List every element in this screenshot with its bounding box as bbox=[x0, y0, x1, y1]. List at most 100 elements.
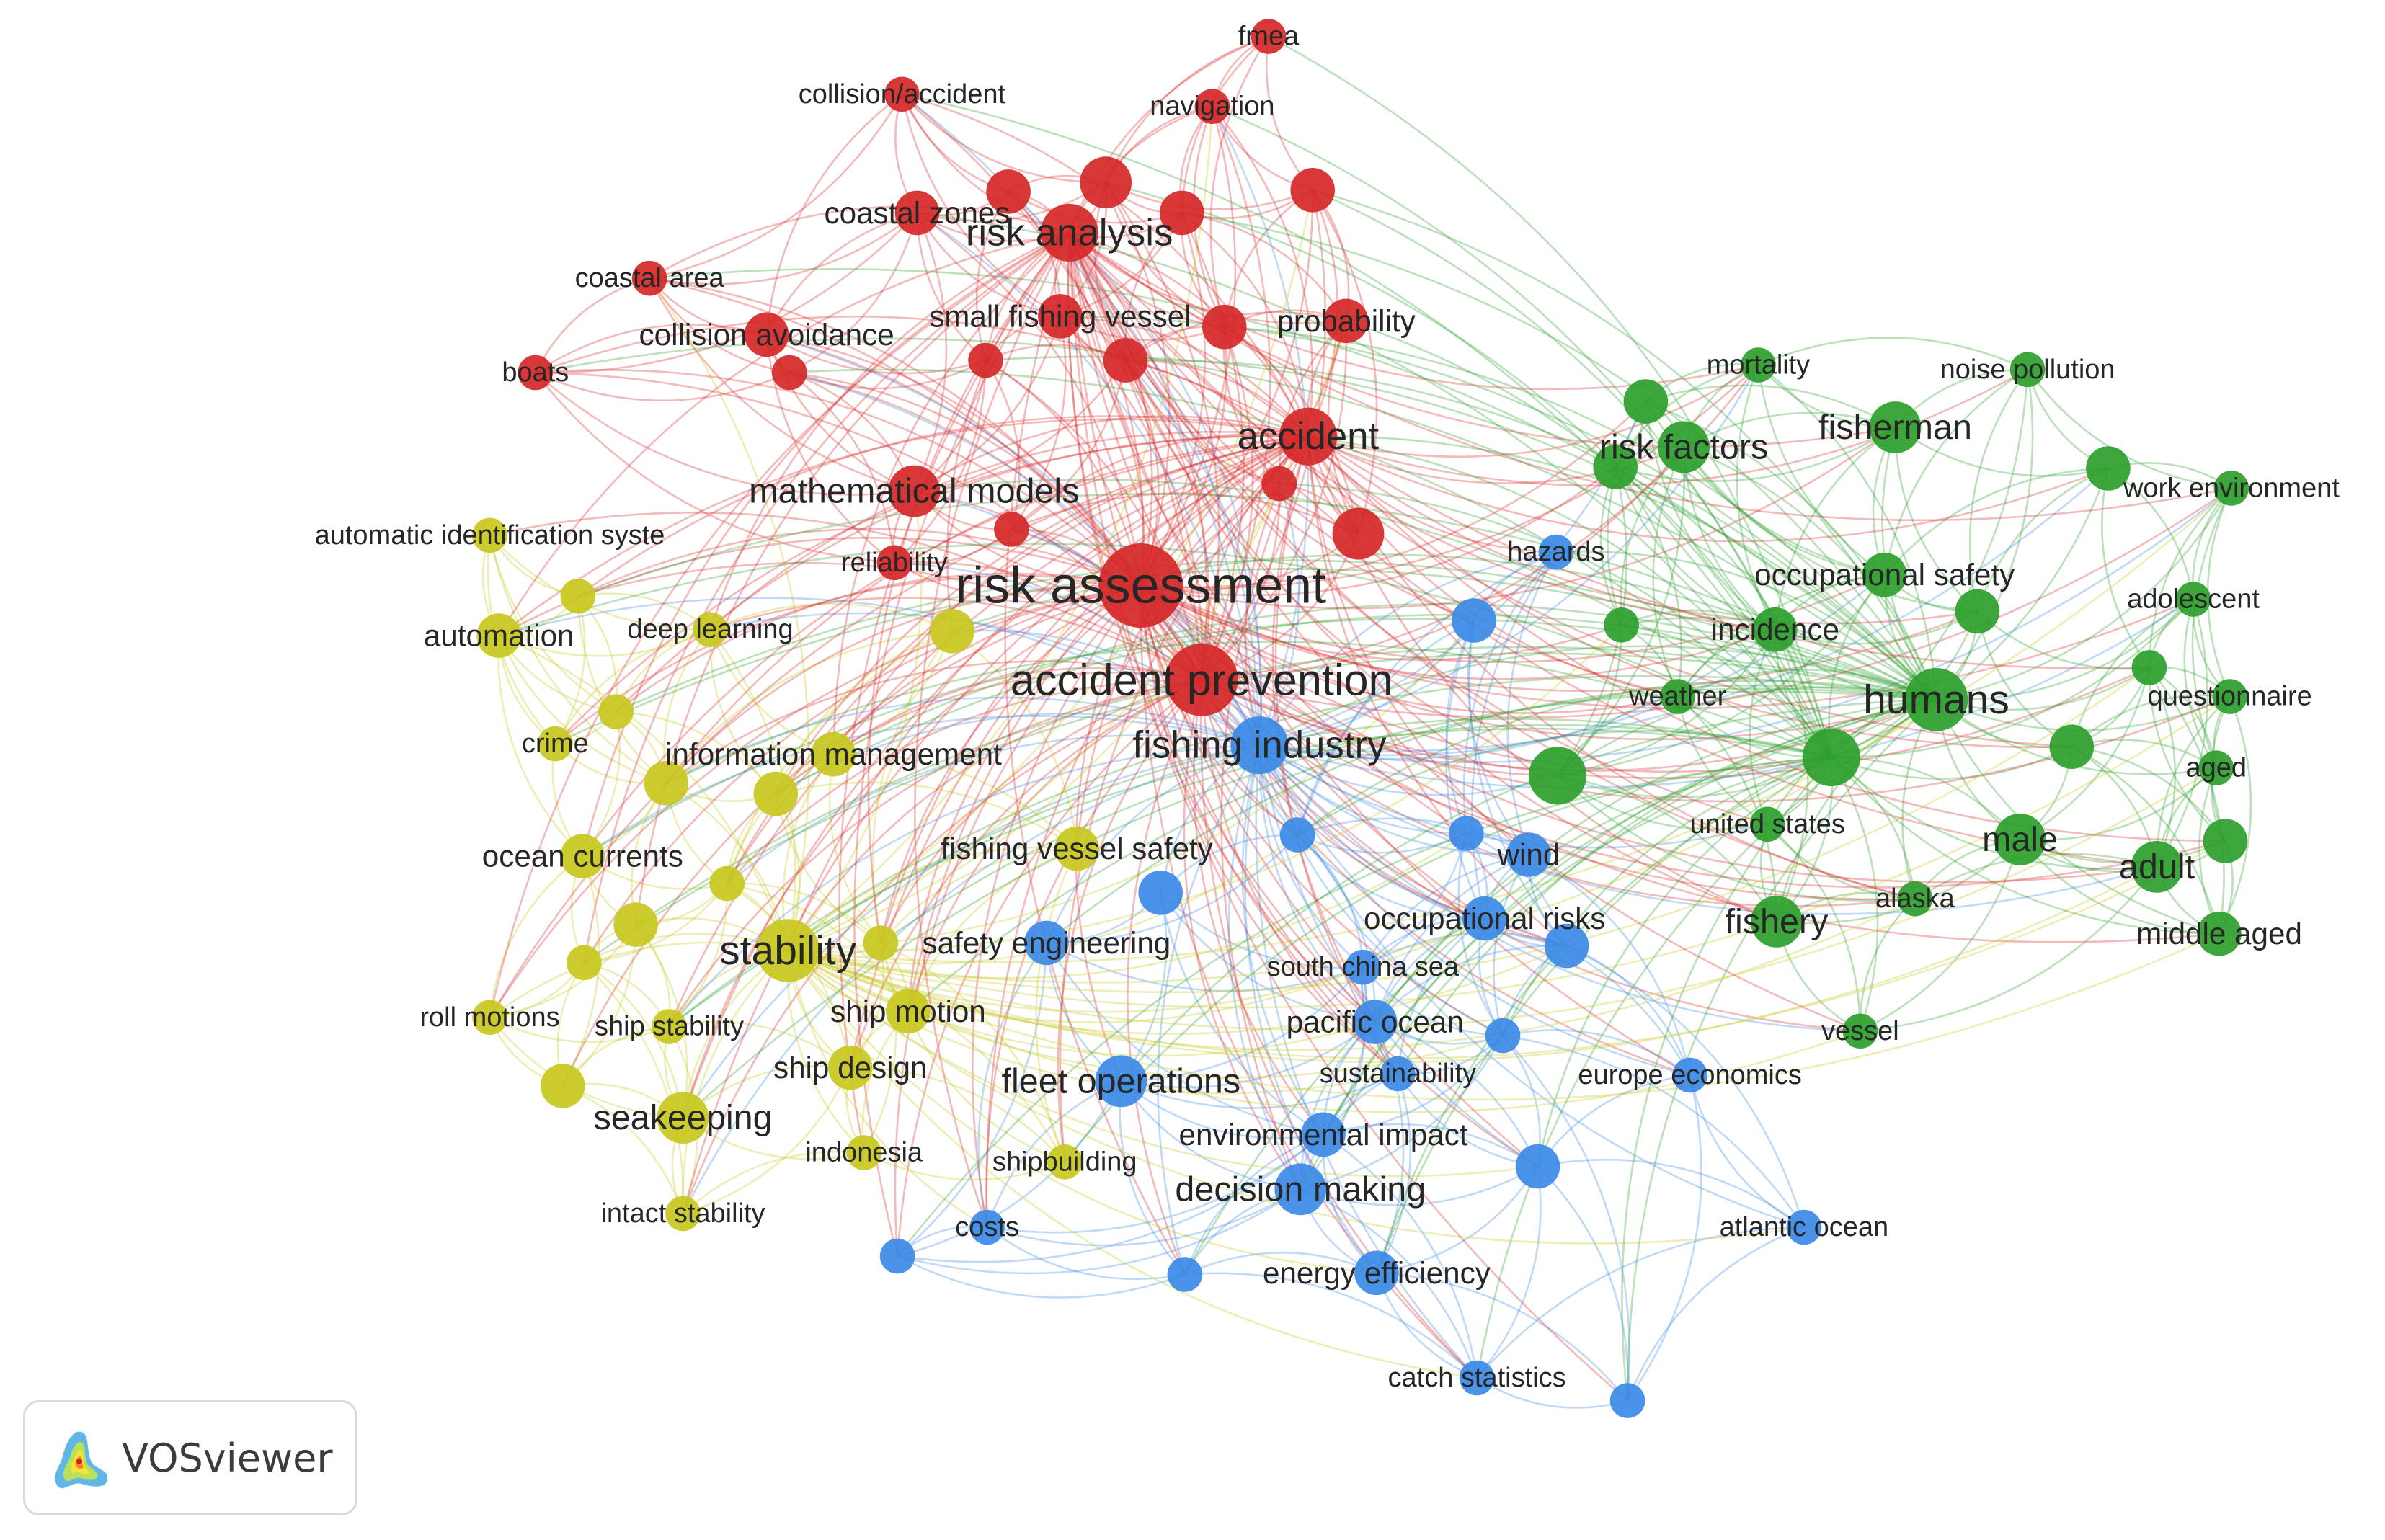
node-adult[interactable] bbox=[2131, 841, 2183, 893]
node-coastal-area[interactable] bbox=[631, 260, 667, 296]
node-collision-accident[interactable] bbox=[884, 76, 920, 112]
node-yellow-f[interactable] bbox=[613, 902, 658, 947]
node-reliability[interactable] bbox=[876, 545, 912, 581]
node-collision-avoidance[interactable] bbox=[744, 312, 789, 357]
node-ocean-currents[interactable] bbox=[560, 834, 605, 878]
node-indonesia[interactable] bbox=[846, 1135, 881, 1170]
node-blue-i[interactable] bbox=[1485, 1018, 1521, 1054]
node-green-j[interactable] bbox=[2203, 819, 2248, 863]
node-yellow-j[interactable] bbox=[541, 1064, 585, 1108]
node-accident-prevention[interactable] bbox=[1165, 644, 1238, 716]
node-yellow-h[interactable] bbox=[567, 945, 602, 981]
node-catch-statistics[interactable] bbox=[1459, 1360, 1495, 1396]
node-fishing-industry[interactable] bbox=[1230, 716, 1289, 775]
node-red-j[interactable] bbox=[1261, 466, 1297, 502]
node-red-k[interactable] bbox=[772, 355, 807, 391]
node-blue-h[interactable] bbox=[1515, 1144, 1560, 1189]
node-red-i[interactable] bbox=[994, 512, 1029, 547]
node-green-h[interactable] bbox=[2049, 724, 2095, 769]
node-shipbuilding[interactable] bbox=[1047, 1144, 1083, 1180]
node-mathematical-models[interactable] bbox=[888, 465, 941, 517]
node-crime[interactable] bbox=[538, 726, 573, 762]
node-red-h[interactable] bbox=[1332, 507, 1385, 560]
node-blue-j[interactable] bbox=[1167, 1257, 1203, 1292]
node-united-states[interactable] bbox=[1749, 806, 1785, 842]
node-intact-stability[interactable] bbox=[665, 1196, 701, 1232]
node-probability[interactable] bbox=[1323, 298, 1369, 344]
node-green-e[interactable] bbox=[2086, 446, 2131, 491]
node-red-a[interactable] bbox=[1080, 156, 1132, 209]
node-green-a[interactable] bbox=[1528, 747, 1587, 805]
node-accident[interactable] bbox=[1279, 407, 1337, 466]
node-green-b[interactable] bbox=[1802, 728, 1860, 786]
node-risk-factors[interactable] bbox=[1658, 421, 1710, 473]
node-green-d[interactable] bbox=[1623, 379, 1669, 424]
node-information-management[interactable] bbox=[811, 731, 856, 777]
node-stability[interactable] bbox=[756, 919, 820, 982]
node-weather[interactable] bbox=[1660, 679, 1695, 714]
node-blue-f[interactable] bbox=[1449, 816, 1484, 851]
node-boats[interactable] bbox=[518, 355, 554, 391]
node-yellow-d[interactable] bbox=[598, 694, 634, 729]
node-adolescent[interactable] bbox=[2175, 582, 2211, 617]
node-coastal-zones[interactable] bbox=[894, 190, 940, 236]
node-decision-making[interactable] bbox=[1274, 1163, 1327, 1216]
node-risk-assessment[interactable] bbox=[1098, 543, 1183, 628]
node-yellow-b[interactable] bbox=[644, 761, 689, 806]
node-occupational-risks[interactable] bbox=[1462, 896, 1507, 941]
node-hazards[interactable] bbox=[1538, 534, 1574, 570]
node-fmea[interactable] bbox=[1251, 19, 1287, 54]
node-atlantic-ocean[interactable] bbox=[1786, 1209, 1822, 1245]
node-risk-analysis[interactable] bbox=[1040, 203, 1098, 262]
node-green-i[interactable] bbox=[2131, 650, 2167, 685]
node-middle-aged[interactable] bbox=[2197, 911, 2242, 956]
node-yellow-e[interactable] bbox=[560, 578, 596, 614]
node-red-c[interactable] bbox=[1159, 190, 1204, 236]
node-deep-learning[interactable] bbox=[693, 612, 728, 647]
node-seakeeping[interactable] bbox=[657, 1092, 709, 1144]
node-occupational-safety[interactable] bbox=[1862, 552, 1907, 597]
node-automation[interactable] bbox=[476, 613, 521, 658]
node-ship-design[interactable] bbox=[827, 1045, 873, 1090]
node-yellow-g[interactable] bbox=[709, 865, 745, 902]
node-blue-d[interactable] bbox=[1138, 871, 1183, 915]
node-green-c[interactable] bbox=[1593, 445, 1638, 489]
node-fishery[interactable] bbox=[1751, 896, 1803, 948]
node-blue-g[interactable] bbox=[1609, 1383, 1645, 1418]
node-south-china-sea[interactable] bbox=[1345, 949, 1381, 985]
node-male[interactable] bbox=[1994, 814, 2046, 865]
node-sustainability[interactable] bbox=[1380, 1056, 1416, 1092]
node-yellow-a[interactable] bbox=[930, 609, 974, 654]
node-green-g[interactable] bbox=[1604, 607, 1639, 643]
node-fisherman[interactable] bbox=[1869, 401, 1922, 453]
node-vessel[interactable] bbox=[1842, 1013, 1878, 1049]
node-ship-motion[interactable] bbox=[886, 989, 931, 1034]
node-red-b[interactable] bbox=[986, 169, 1031, 214]
node-energy-efficiency[interactable] bbox=[1354, 1250, 1399, 1296]
node-red-e[interactable] bbox=[1202, 304, 1247, 350]
node-roll-motions[interactable] bbox=[472, 1000, 507, 1036]
node-small-fishing-vessel[interactable] bbox=[1038, 294, 1083, 339]
node-environmental-impact[interactable] bbox=[1301, 1112, 1346, 1157]
node-blue-b[interactable] bbox=[1544, 923, 1589, 969]
node-humans[interactable] bbox=[1904, 668, 1968, 731]
node-red-f[interactable] bbox=[1103, 338, 1148, 383]
node-noise-pollution[interactable] bbox=[2009, 352, 2046, 388]
node-green-f[interactable] bbox=[1955, 589, 2000, 634]
node-blue-e[interactable] bbox=[879, 1238, 915, 1274]
node-incidence[interactable] bbox=[1753, 607, 1798, 652]
node-yellow-i[interactable] bbox=[863, 925, 899, 961]
node-questionnaire[interactable] bbox=[2212, 679, 2247, 714]
node-europe-economics[interactable] bbox=[1672, 1057, 1707, 1093]
node-work-environment[interactable] bbox=[2213, 471, 2249, 506]
node-safety-engineering[interactable] bbox=[1024, 920, 1069, 966]
node-blue-a[interactable] bbox=[1452, 598, 1496, 643]
node-red-g[interactable] bbox=[968, 342, 1003, 378]
node-blue-c[interactable] bbox=[1279, 817, 1315, 853]
node-yellow-c[interactable] bbox=[753, 771, 799, 816]
node-fleet-operations[interactable] bbox=[1095, 1055, 1147, 1108]
node-navigation[interactable] bbox=[1194, 89, 1230, 124]
node-ship-stability[interactable] bbox=[652, 1009, 687, 1044]
node-wind[interactable] bbox=[1506, 832, 1551, 877]
node-mortality[interactable] bbox=[1741, 347, 1776, 383]
